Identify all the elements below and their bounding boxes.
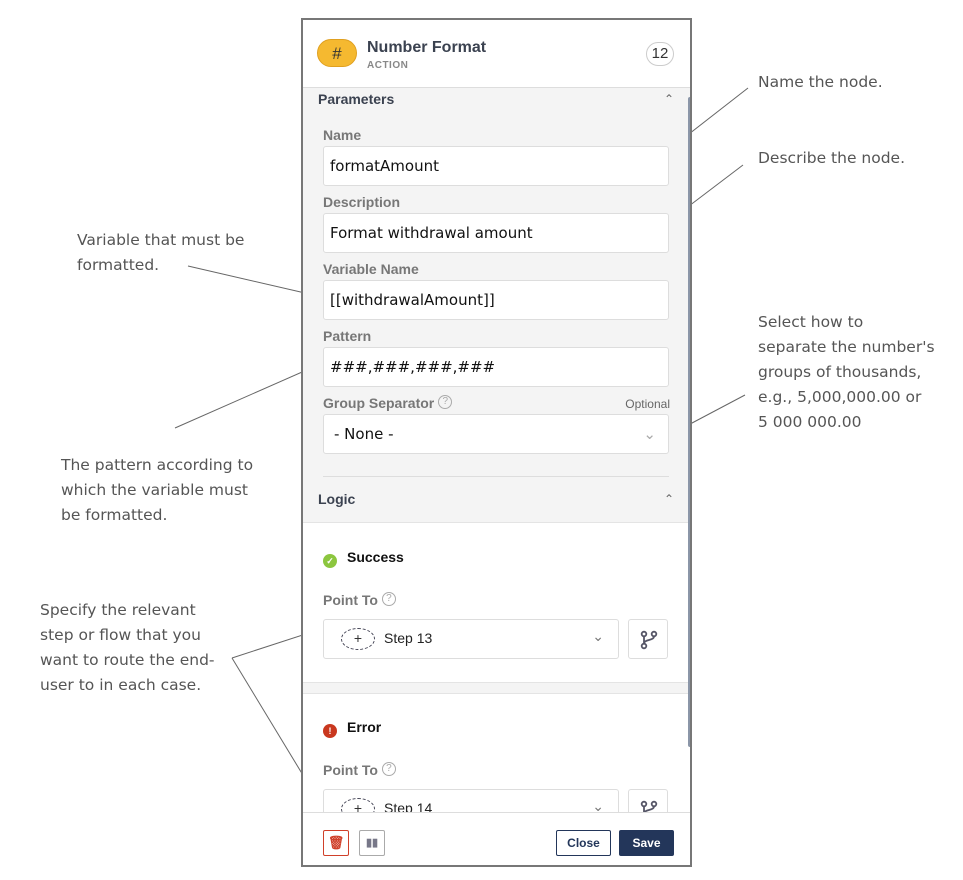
logic-header[interactable]: Logic xyxy=(318,491,356,507)
scrollbar[interactable] xyxy=(688,97,690,747)
success-section: ✓Success Point To? +Step 13⌄ xyxy=(303,522,690,682)
parameters-section: Parameters ⌃ Name formatAmount Descripti… xyxy=(303,88,690,522)
variable-name-input[interactable]: [[withdrawalAmount]] xyxy=(323,280,669,320)
bar-chart-icon: ▮▮ xyxy=(365,837,379,849)
description-label: Description xyxy=(323,194,401,210)
save-button[interactable]: Save xyxy=(619,830,674,856)
description-input[interactable]: Format withdrawal amount xyxy=(323,213,669,253)
chevron-down-icon: ⌄ xyxy=(643,425,656,443)
chevron-up-icon[interactable]: ⌃ xyxy=(663,492,674,506)
success-label: ✓Success xyxy=(323,549,404,568)
node-type: ACTION xyxy=(367,60,409,71)
trash-icon: 🗑 xyxy=(327,835,345,850)
success-step-select[interactable]: +Step 13⌄ xyxy=(323,619,619,659)
parameters-header[interactable]: Parameters xyxy=(318,91,395,107)
chevron-up-icon[interactable]: ⌃ xyxy=(663,92,674,106)
annotation-name: Name the node. xyxy=(758,73,883,91)
group-separator-select[interactable]: - None -⌄ xyxy=(323,414,669,454)
point-to-label: Point To? xyxy=(323,762,396,778)
variable-name-label: Variable Name xyxy=(323,261,419,277)
group-separator-label: Group Separator? xyxy=(323,395,453,411)
error-label: !Error xyxy=(323,719,381,738)
pattern-label: Pattern xyxy=(323,328,372,344)
panel-footer: 🗑 ▮▮ Close Save xyxy=(303,812,690,865)
help-icon[interactable]: ? xyxy=(381,762,396,776)
plus-icon: + xyxy=(341,628,375,650)
branch-icon xyxy=(640,630,658,650)
divider xyxy=(323,476,669,477)
chevron-down-icon: ⌄ xyxy=(592,628,604,644)
chevron-down-icon: ⌄ xyxy=(592,798,604,814)
delete-button[interactable]: 🗑 xyxy=(323,830,349,856)
stats-button[interactable]: ▮▮ xyxy=(359,830,385,856)
check-circle-icon: ✓ xyxy=(323,554,337,568)
optional-label: Optional xyxy=(625,397,670,411)
branch-button[interactable] xyxy=(628,619,668,659)
annotation-description: Describe the node. xyxy=(758,149,906,167)
help-icon[interactable]: ? xyxy=(438,395,453,409)
pattern-input[interactable]: ###,###,###,### xyxy=(323,347,669,387)
section-divider xyxy=(303,682,690,694)
point-to-label: Point To? xyxy=(323,592,396,608)
close-button[interactable]: Close xyxy=(556,830,611,856)
node-panel: # Number Format ACTION 12 Parameters ⌃ N… xyxy=(301,18,692,867)
error-section: !Error Point To? +Step 14⌄ xyxy=(303,694,690,829)
panel-header: # Number Format ACTION 12 xyxy=(303,20,690,88)
name-label: Name xyxy=(323,127,362,143)
name-input[interactable]: formatAmount xyxy=(323,146,669,186)
hash-icon: # xyxy=(317,39,357,67)
step-count-badge: 12 xyxy=(646,42,674,66)
error-circle-icon: ! xyxy=(323,724,337,738)
help-icon[interactable]: ? xyxy=(381,592,396,606)
node-title: Number Format xyxy=(367,39,487,56)
